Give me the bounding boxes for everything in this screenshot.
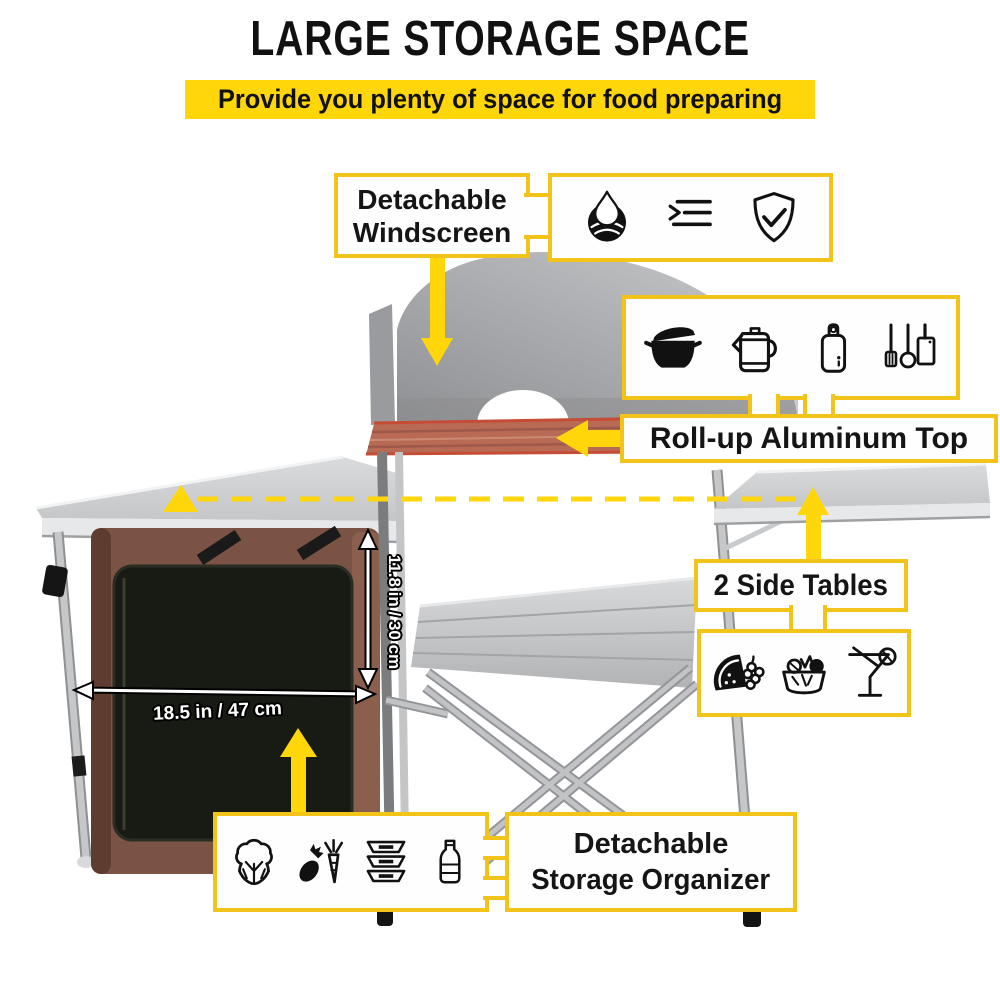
utensils-cleaver-icon xyxy=(884,322,935,368)
side-table-arrow-head xyxy=(797,487,829,515)
eggplant-carrot-icon xyxy=(299,838,344,884)
shield-check-icon xyxy=(753,191,795,242)
cooking-pot-icon xyxy=(644,326,703,368)
rollup-callout-label: Roll-up Aluminum Top xyxy=(649,421,969,455)
windscreen-arrow-head xyxy=(421,338,453,366)
side-tables-callout: 2 Side Tables xyxy=(694,559,908,612)
leg-clamp xyxy=(42,564,68,598)
middle-shelf xyxy=(411,576,698,688)
side-tables-callout-label: 2 Side Tables xyxy=(713,568,889,602)
rollup-callout: Roll-up Aluminum Top xyxy=(620,414,998,463)
page-title: LARGE STORAGE SPACE xyxy=(250,12,750,66)
dimension-arrows xyxy=(71,527,379,705)
kettle-icon xyxy=(731,326,777,372)
salad-bowl-icon xyxy=(782,655,826,695)
tabletop-level-line xyxy=(163,485,813,512)
subtitle-text: Provide you plenty of space for food pre… xyxy=(217,84,783,114)
windscreen-arrow xyxy=(430,256,445,342)
organizer-callout: Detachable Storage Organizer xyxy=(505,812,797,912)
height-dimension-label: 11.8 in / 30 cm xyxy=(385,554,404,670)
organizer-arrow xyxy=(291,753,306,815)
checklist-icon xyxy=(668,199,712,226)
rollup-arrow xyxy=(588,430,624,447)
callout-arrows xyxy=(280,256,829,815)
watermelon-grapes-icon xyxy=(713,654,765,691)
water-drop-splash-icon xyxy=(587,190,626,242)
rollup-arrow-head xyxy=(556,420,588,457)
organizer-strap xyxy=(196,529,242,566)
bottle-icon xyxy=(439,839,461,884)
organizer-arrow-head xyxy=(280,728,317,757)
windscreen-callout-line2: Windscreen xyxy=(352,216,512,248)
feature-icon-box xyxy=(548,173,833,262)
level-pointer-triangle xyxy=(163,485,198,512)
side-table-arrow xyxy=(806,511,821,565)
organizer-callout-line1: Detachable xyxy=(573,828,729,860)
cutting-board-icon xyxy=(821,322,847,373)
organizer-strap xyxy=(296,525,342,561)
cookware-icon-box xyxy=(622,295,960,400)
cocktail-glass-icon xyxy=(848,646,897,697)
organizer-storage-icon-box xyxy=(213,812,489,912)
subtitle-banner: Provide you plenty of space for food pre… xyxy=(185,80,815,119)
side-table-food-icon-box xyxy=(697,629,911,717)
cauliflower-icon xyxy=(235,838,273,886)
stacked-bowls-icon xyxy=(366,840,406,883)
organizer-callout-line2: Storage Organizer xyxy=(531,864,771,896)
windscreen-callout: Detachable Windscreen xyxy=(334,173,530,258)
windscreen-callout-line1: Detachable xyxy=(357,183,507,215)
